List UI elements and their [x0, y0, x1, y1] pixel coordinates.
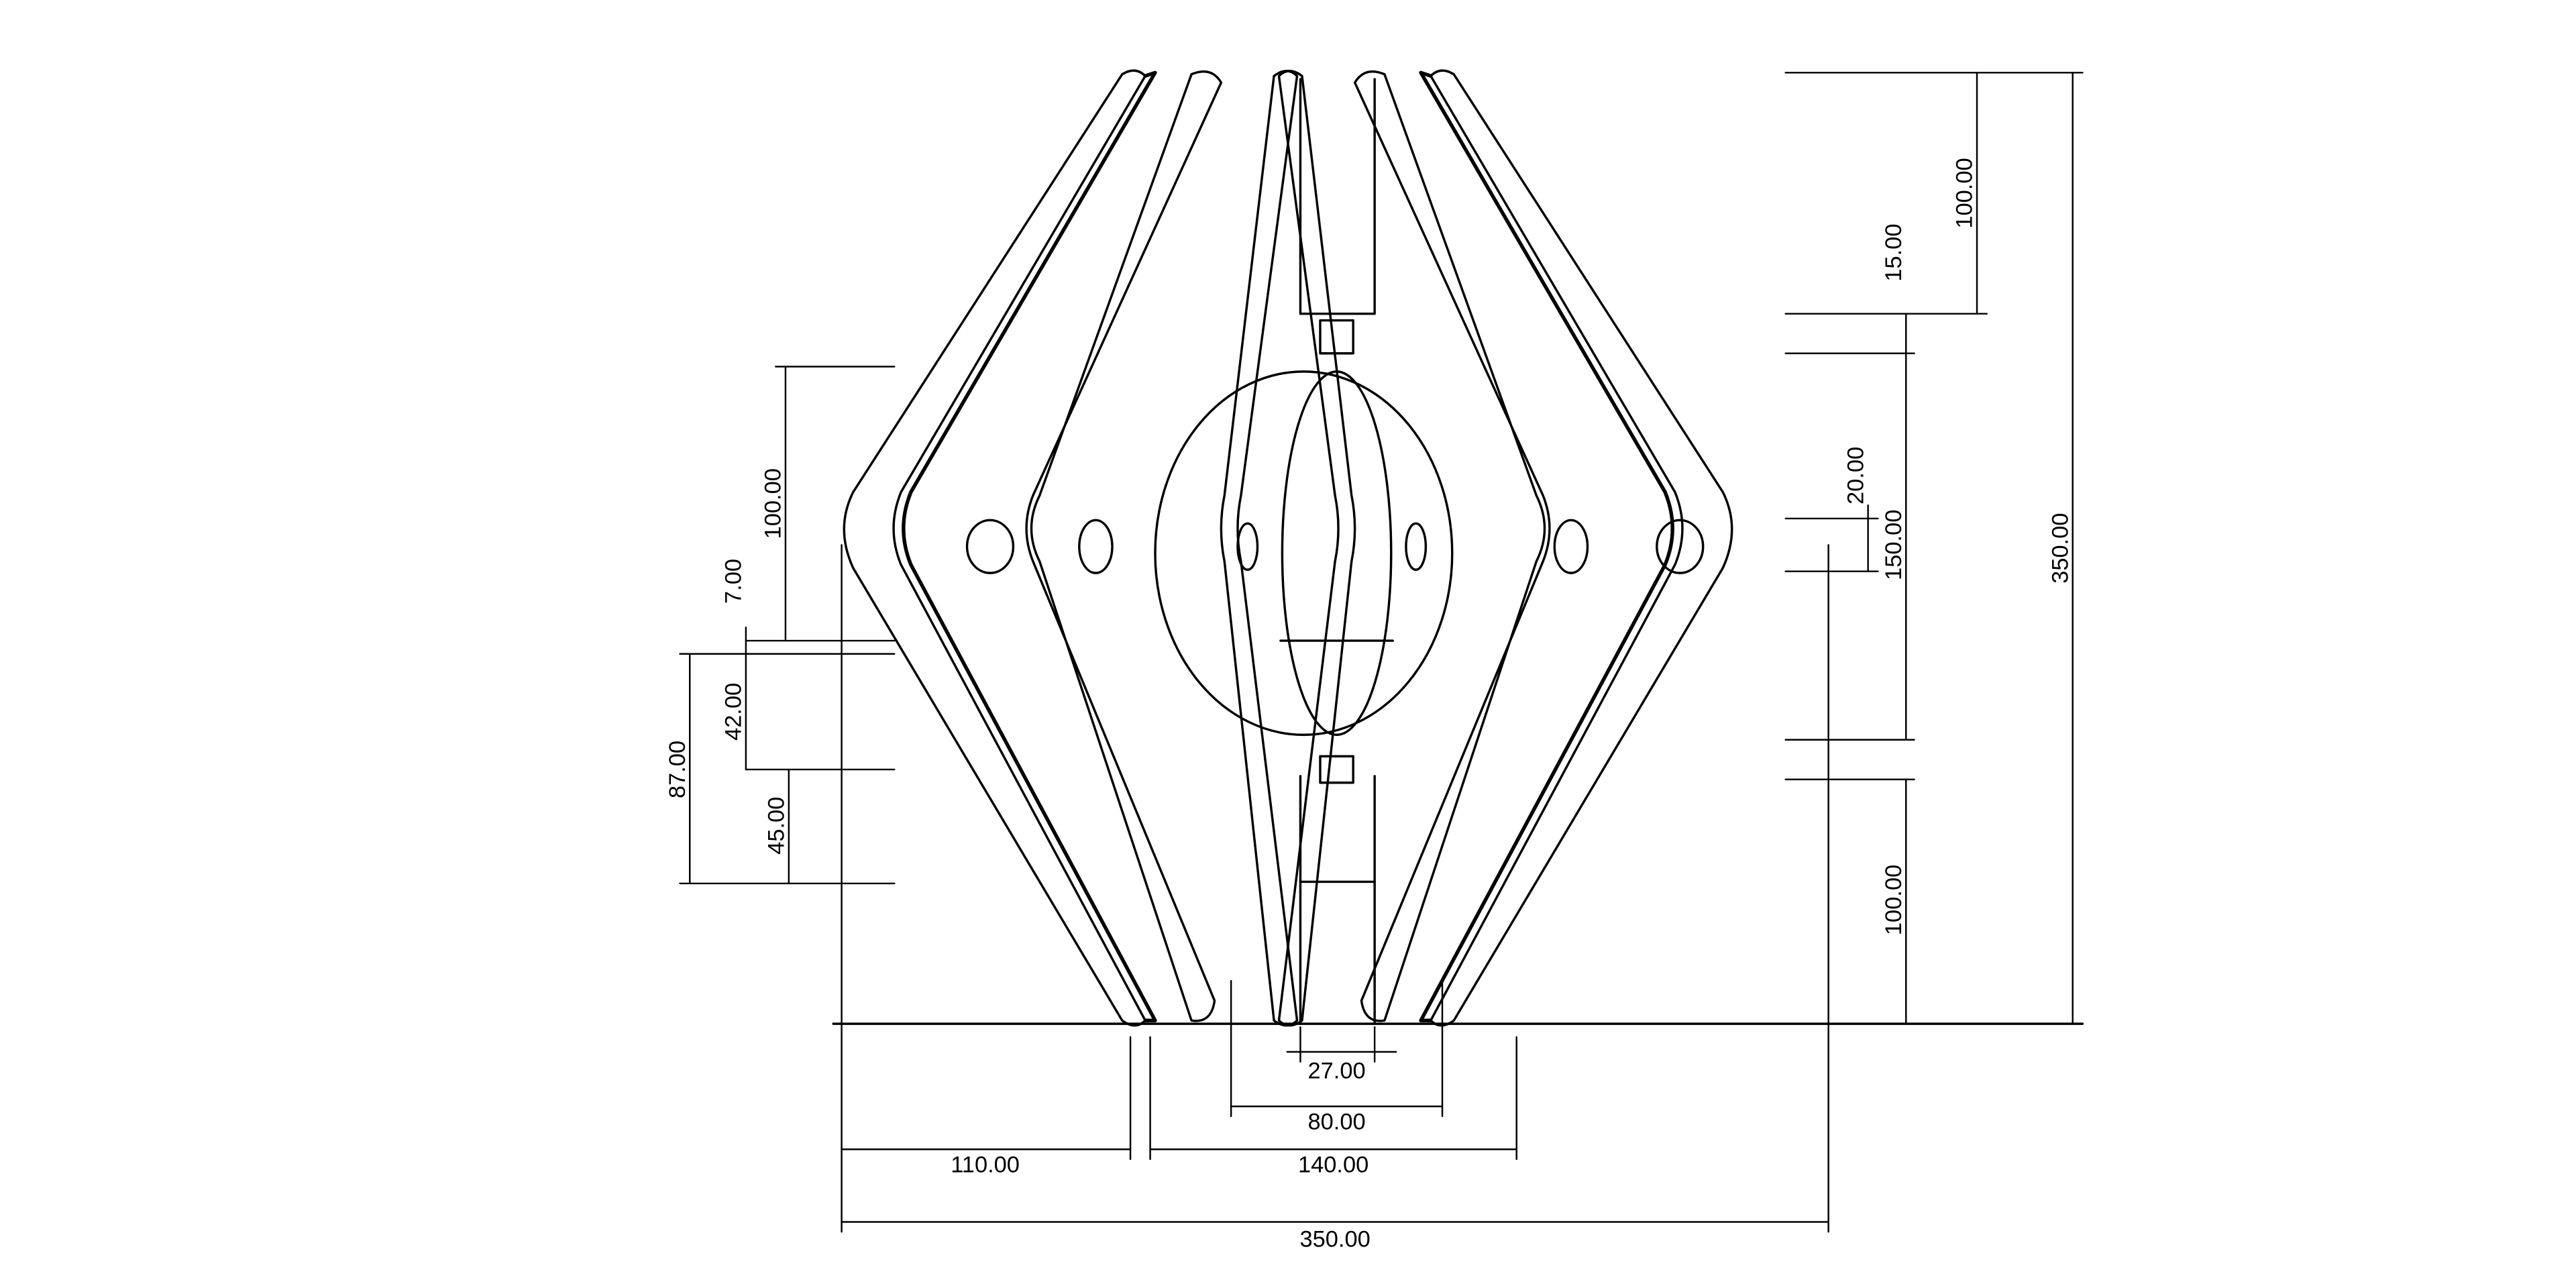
dim-right-middle: 150.00	[1881, 510, 1907, 580]
hole-left-mid	[1078, 519, 1114, 574]
third-left-plate	[1220, 70, 1299, 1027]
object-outline	[832, 69, 2084, 1027]
dim-bottom-left: 110.00	[951, 1152, 1020, 1178]
third-right-plate	[1277, 70, 1356, 1027]
dim-bottom-total: 350.00	[1299, 1226, 1370, 1252]
outer-left-plate-edge	[902, 70, 1157, 1022]
dimension-labels: 350.00 110.00 140.00 80.00 27.00 350.00 …	[665, 158, 2073, 1252]
hub-notch-bottom	[1319, 755, 1354, 784]
hole-left-outer	[965, 519, 1015, 574]
hole-right-inner	[1405, 522, 1428, 571]
hub-notch-top	[1319, 319, 1354, 355]
hole-right-mid	[1553, 519, 1589, 574]
hole-left-inner	[1236, 522, 1259, 571]
dim-right-top: 100.00	[1952, 158, 1978, 228]
dim-bottom-slot: 27.00	[1307, 1058, 1365, 1083]
top-slot	[1299, 78, 1376, 315]
dim-left-middle: 42.00	[721, 683, 747, 741]
dim-left-lower: 45.00	[763, 797, 789, 855]
dim-left-upper: 100.00	[761, 468, 786, 539]
dim-bottom-inner: 80.00	[1307, 1110, 1365, 1135]
dimension-lines	[679, 72, 2084, 1233]
bottom-slot	[1299, 775, 1376, 1025]
hub-opening	[1281, 370, 1393, 737]
outer-right-plate	[1430, 69, 1733, 1027]
dim-right-bottom: 100.00	[1881, 865, 1907, 935]
hole-right-outer	[1656, 519, 1705, 574]
dim-right-gap: 15.00	[1881, 224, 1907, 282]
dim-bottom-center: 140.00	[1298, 1152, 1368, 1178]
outer-right-plate-edge	[1419, 70, 1674, 1022]
second-right-plate	[1353, 70, 1551, 1022]
outer-left-plate	[843, 69, 1146, 1027]
dim-left-gap: 7.00	[721, 559, 747, 604]
dim-right-total: 350.00	[2047, 513, 2073, 584]
second-left-plate	[1025, 70, 1223, 1022]
dim-left-combined: 87.00	[665, 741, 690, 798]
dim-right-tip: 20.00	[1843, 447, 1868, 504]
hub-disc	[1154, 370, 1454, 737]
